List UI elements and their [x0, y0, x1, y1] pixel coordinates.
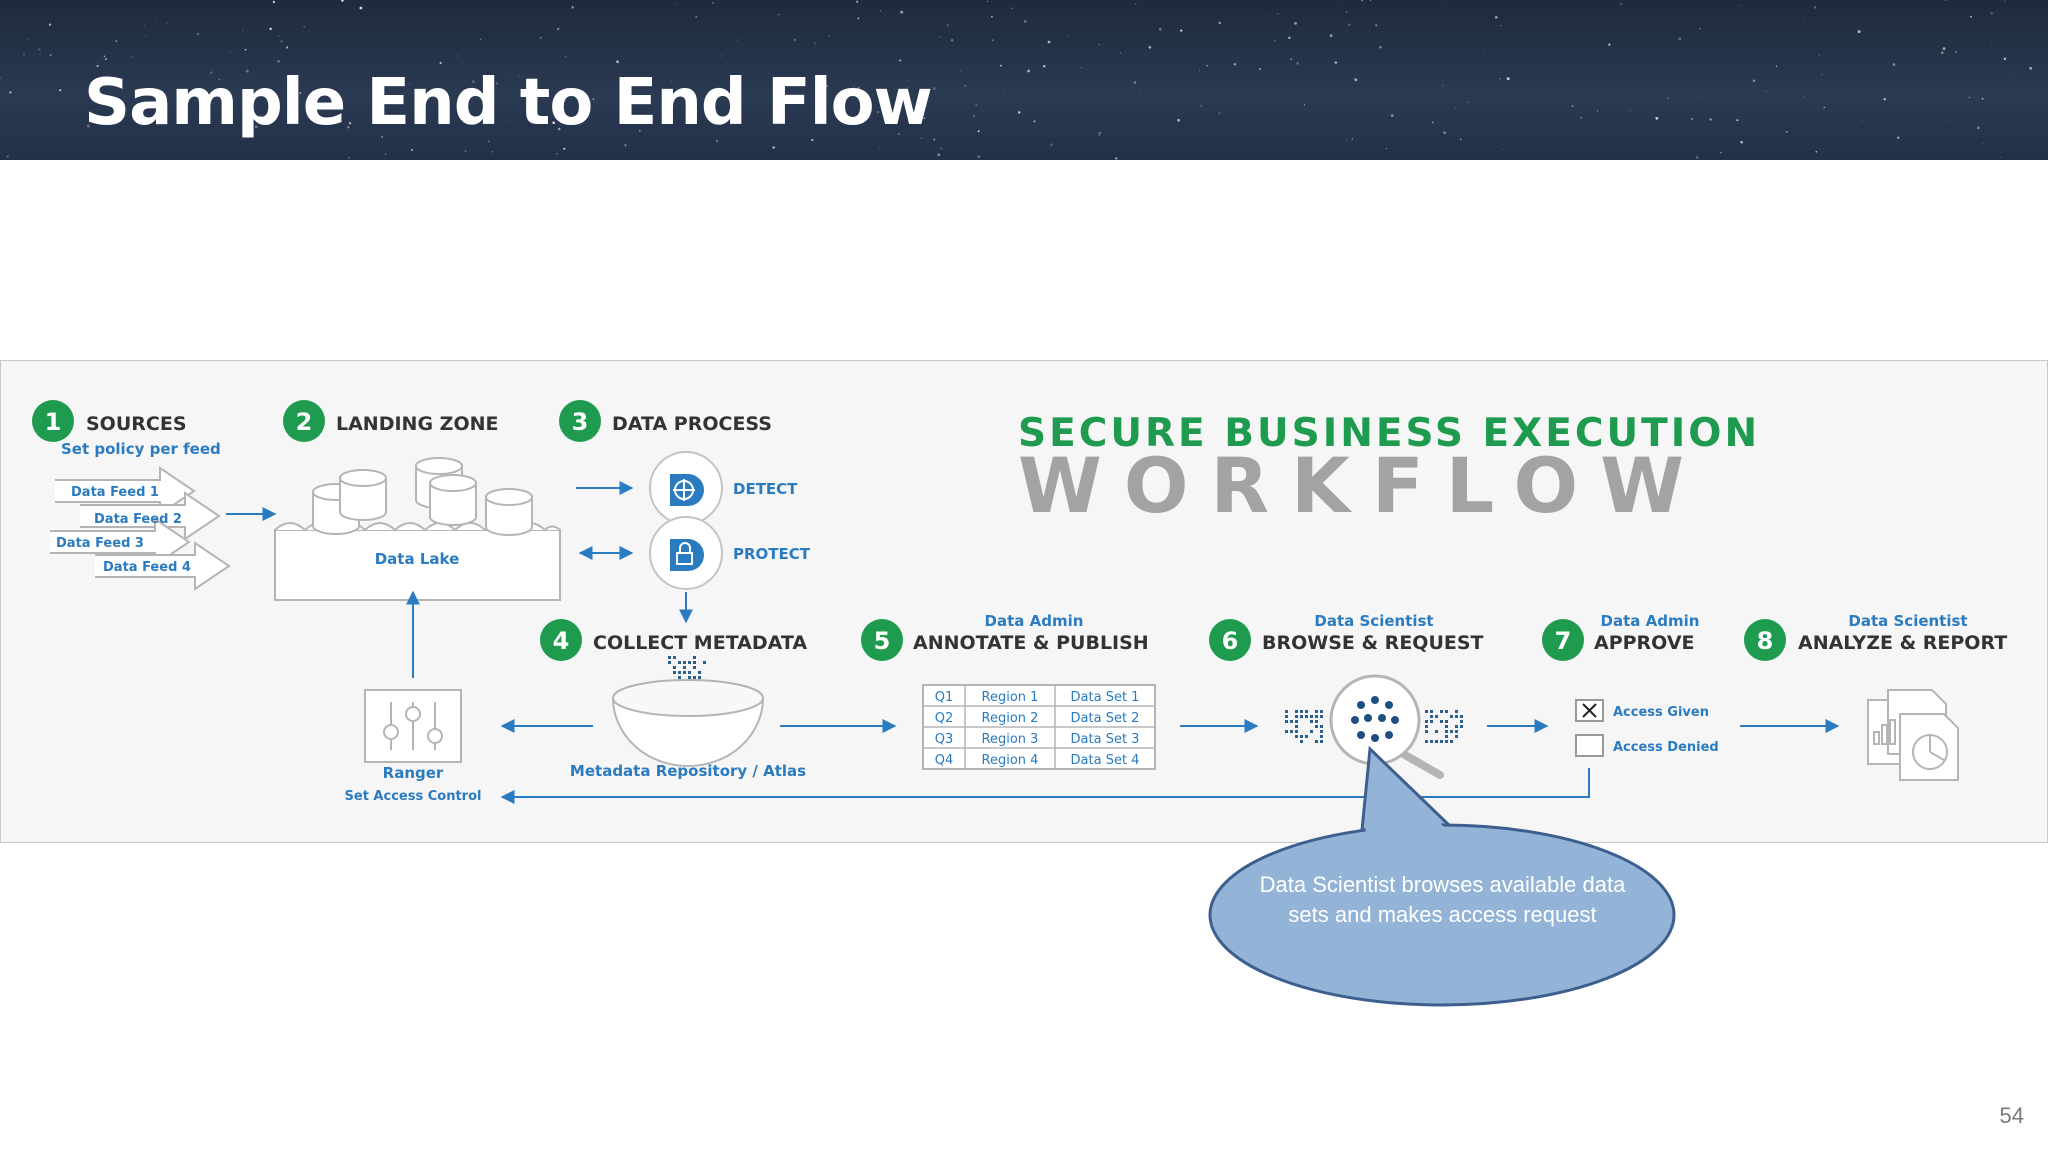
- callout-bubble: [1208, 745, 1676, 1007]
- data-feeds: [50, 466, 231, 591]
- step-7-approve: 7 APPROVE: [1542, 619, 1695, 661]
- data-feed-1: Data Feed 1: [71, 485, 159, 500]
- table-cell: Q1: [935, 690, 954, 705]
- metadata-repository-label: Metadata Repository / Atlas: [570, 762, 806, 780]
- step-7-label: APPROVE: [1594, 632, 1695, 654]
- ranger-sub-label: Set Access Control: [345, 789, 482, 804]
- headline-workflow: WORKFLOW: [1018, 441, 1706, 530]
- step-2-label: LANDING ZONE: [336, 413, 498, 435]
- table-cell: Region 3: [982, 732, 1039, 747]
- step-6-label: BROWSE & REQUEST: [1262, 632, 1484, 654]
- step-5-role: Data Admin: [985, 612, 1084, 630]
- starfield-background: [0, 0, 2033, 160]
- step-1-label: SOURCES: [86, 413, 187, 435]
- data-feed-3: Data Feed 3: [56, 536, 144, 551]
- detect-label: DETECT: [733, 480, 798, 498]
- ranger-label: Ranger: [383, 764, 444, 782]
- svg-text:6: 6: [1222, 627, 1239, 655]
- step-1-sources: 1 SOURCES: [32, 400, 187, 442]
- policy-note: Set policy per feed: [61, 440, 221, 458]
- data-lake-label: Data Lake: [375, 550, 460, 568]
- protect-label: PROTECT: [733, 545, 811, 563]
- data-feed-2: Data Feed 2: [94, 512, 182, 527]
- svg-text:3: 3: [572, 408, 589, 436]
- table-cell: Region 1: [982, 690, 1039, 705]
- table-cell: Data Set 1: [1071, 690, 1140, 705]
- table-cell: Data Set 2: [1071, 711, 1140, 726]
- step-3-data-process: 3 DATA PROCESS: [559, 400, 772, 442]
- access-denied-label: Access Denied: [1613, 740, 1719, 755]
- headline-secure-business-execution: SECURE BUSINESS EXECUTION: [1018, 411, 1760, 456]
- table-cell: Data Set 3: [1071, 732, 1140, 747]
- table-cell: Region 2: [982, 711, 1039, 726]
- callout-text: Data Scientist browses available data se…: [1259, 872, 1626, 927]
- svg-text:2: 2: [296, 408, 313, 436]
- svg-text:7: 7: [1555, 627, 1572, 655]
- ranger-sliders-icon: [364, 689, 462, 763]
- protect-icon: [649, 516, 723, 590]
- data-feed-4: Data Feed 4: [103, 560, 191, 575]
- step-7-role: Data Admin: [1601, 612, 1700, 630]
- slide-title: Sample End to End Flow: [84, 66, 933, 140]
- step-4-label: COLLECT METADATA: [593, 632, 807, 654]
- step-8-label: ANALYZE & REPORT: [1798, 632, 2007, 654]
- metadata-repository-icon: [611, 656, 765, 767]
- arrow-approve-to-ranger: [500, 768, 1590, 804]
- access-denied-checkbox: [1575, 734, 1604, 757]
- svg-text:4: 4: [553, 627, 570, 655]
- workflow-diagram: SECURE BUSINESS EXECUTION WORKFLOW 1 SOU…: [32, 400, 2007, 804]
- table-cell: Q4: [935, 753, 954, 768]
- step-4-collect-metadata: 4 COLLECT METADATA: [540, 619, 807, 661]
- database-cylinders: [312, 457, 533, 536]
- step-8-role: Data Scientist: [1848, 612, 1967, 630]
- step-2-landing-zone: 2 LANDING ZONE: [283, 400, 498, 442]
- step-5-label: ANNOTATE & PUBLISH: [913, 632, 1149, 654]
- access-given-checkbox: [1575, 699, 1604, 722]
- step-6-role: Data Scientist: [1314, 612, 1433, 630]
- magnifier-search-icon: [1285, 674, 1463, 779]
- data-table: Q1 Region 1 Data Set 1 Q2 Region 2 Data …: [922, 684, 1156, 770]
- step-5-annotate-publish: 5 ANNOTATE & PUBLISH: [861, 619, 1149, 661]
- table-cell: Q3: [935, 732, 954, 747]
- step-3-label: DATA PROCESS: [612, 413, 772, 435]
- slide-header: Sample End to End Flow: [0, 0, 2048, 160]
- step-8-analyze-report: 8 ANALYZE & REPORT: [1744, 619, 2007, 661]
- table-cell: Q2: [935, 711, 954, 726]
- svg-text:5: 5: [874, 627, 891, 655]
- detect-icon: [649, 451, 723, 525]
- access-given-label: Access Given: [1613, 705, 1709, 720]
- step-6-browse-request: 6 BROWSE & REQUEST: [1209, 619, 1484, 661]
- table-cell: Data Set 4: [1071, 753, 1140, 768]
- svg-text:1: 1: [45, 408, 62, 436]
- svg-text:8: 8: [1757, 627, 1774, 655]
- data-lake-icon: [274, 457, 561, 601]
- page-number: 54: [1999, 1103, 2024, 1128]
- table-cell: Region 4: [982, 753, 1039, 768]
- report-documents-icon: [1867, 689, 1959, 781]
